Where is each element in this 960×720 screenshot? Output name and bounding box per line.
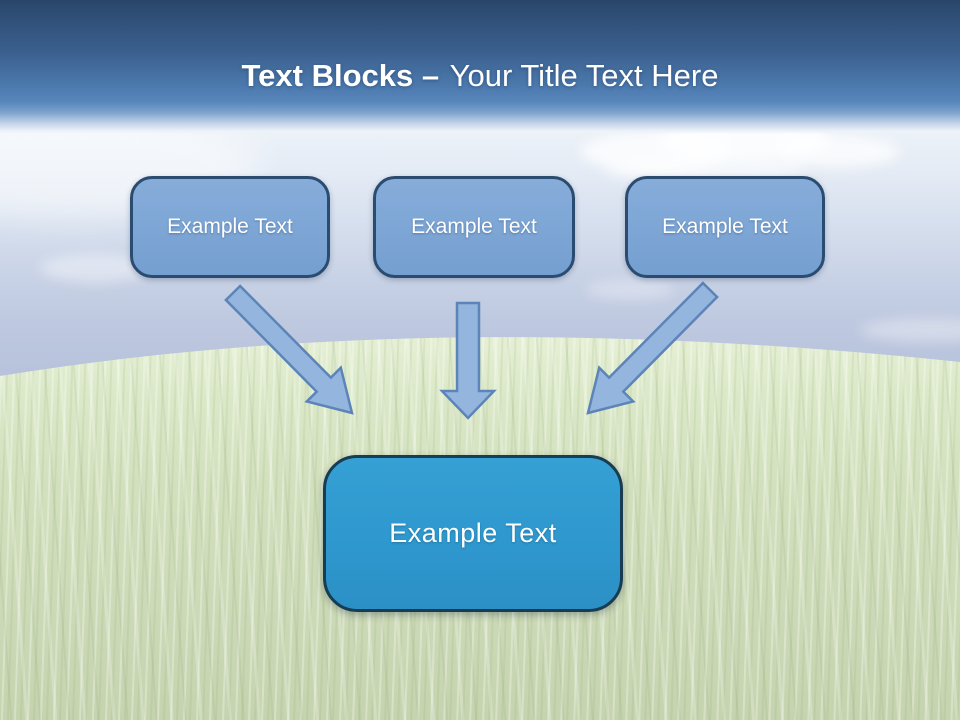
target-text-block: Example Text [323, 455, 623, 612]
title-regular-text: Your Title Text Here [449, 58, 719, 93]
slide-title: Text Blocks – Your Title Text Here [0, 54, 960, 98]
arrow-down-right-icon [224, 284, 354, 415]
cloud [776, 136, 900, 168]
arrow-down-icon [439, 301, 497, 420]
text-block-2: Example Text [373, 176, 575, 278]
cloud [585, 280, 675, 300]
text-block-2-label: Example Text [411, 215, 537, 238]
arrow-down-left-icon [586, 281, 719, 415]
text-block-3: Example Text [625, 176, 825, 278]
target-text-block-label: Example Text [389, 518, 557, 548]
cloud [40, 254, 150, 282]
text-block-1: Example Text [130, 176, 330, 278]
cloud [860, 318, 960, 342]
text-block-3-label: Example Text [662, 215, 788, 238]
grass-texture [0, 337, 960, 720]
title-banner [0, 0, 960, 134]
text-block-1-label: Example Text [167, 215, 293, 238]
title-bold-text: Text Blocks – [241, 58, 440, 93]
